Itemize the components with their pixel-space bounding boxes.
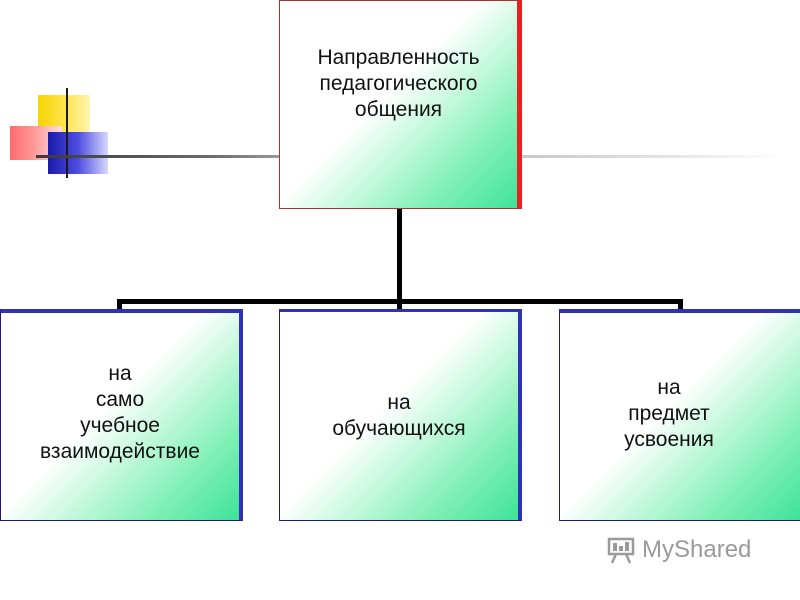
connector-left-drop [117, 299, 122, 311]
child-node-1: на само учебное взаимодействие [0, 309, 243, 521]
child-node-3-label: на предмет усвоения [624, 376, 714, 451]
connector-right-drop [678, 299, 683, 311]
decor-blue-square [48, 132, 108, 174]
child-node-3: на предмет усвоения [559, 309, 800, 521]
root-node: Направленность педагогического общения [279, 0, 522, 209]
decor-horizontal-line-left [36, 155, 281, 158]
child-node-2: на обучающихся [279, 309, 522, 521]
root-node-label: Направленность педагогического общения [317, 46, 480, 121]
connector-middle-drop [397, 299, 402, 311]
decor-vertical-line [66, 88, 68, 178]
child-node-2-label: на обучающихся [332, 391, 466, 440]
watermark: MyShared [606, 536, 751, 564]
connector-root-down [397, 209, 402, 303]
watermark-text: MyShared [642, 536, 752, 563]
presentation-board-icon [607, 537, 635, 564]
child-node-1-label: на само учебное взаимодействие [40, 362, 200, 463]
decor-horizontal-line-right [522, 155, 784, 158]
